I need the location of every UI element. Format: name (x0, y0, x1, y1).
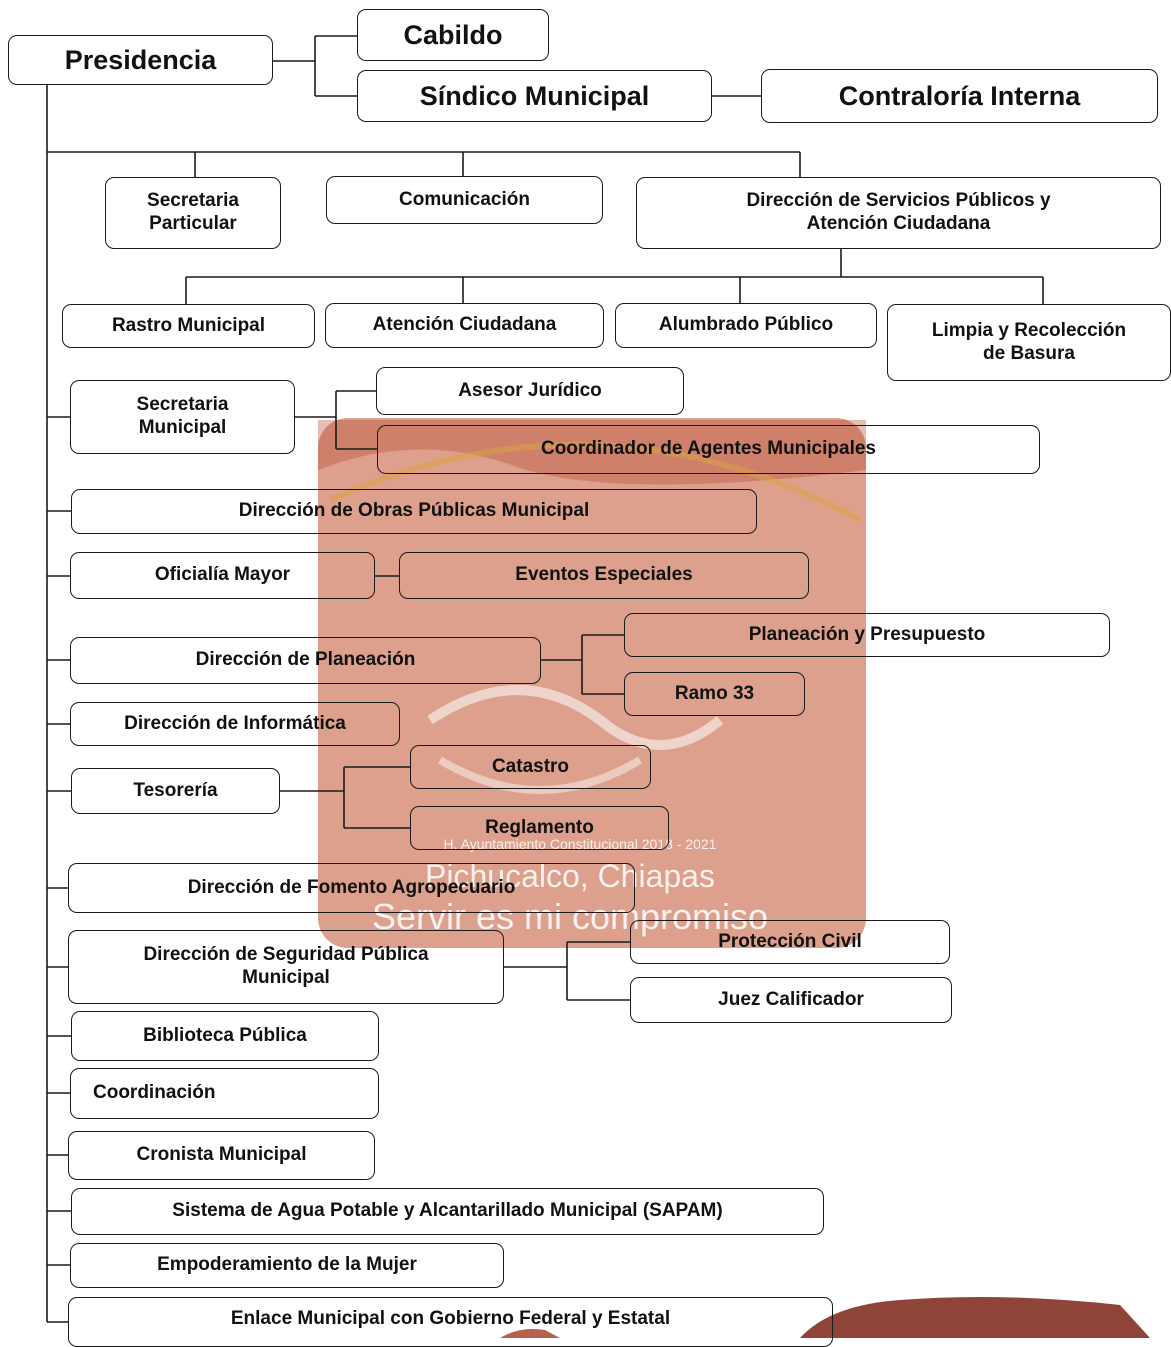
node-juez-calificador: Juez Calificador (630, 977, 952, 1023)
node-direccion-informatica: Dirección de Informática (70, 702, 400, 746)
node-biblioteca-publica: Biblioteca Pública (71, 1011, 379, 1061)
node-fomento-agropecuario: Dirección de Fomento Agropecuario (68, 863, 635, 913)
node-rastro-municipal: Rastro Municipal (62, 304, 315, 348)
node-cabildo: Cabildo (357, 9, 549, 61)
node-tesoreria: Tesorería (71, 768, 280, 814)
node-ramo-33: Ramo 33 (624, 672, 805, 716)
node-comunicacion: Comunicación (326, 176, 603, 224)
node-secretaria-municipal: Secretaria Municipal (70, 380, 295, 454)
node-eventos-especiales: Eventos Especiales (399, 552, 809, 599)
node-coordinador-agentes: Coordinador de Agentes Municipales (377, 425, 1040, 474)
node-catastro: Catastro (410, 745, 651, 789)
node-seguridad-publica: Dirección de Seguridad Pública Municipal (68, 930, 504, 1004)
node-sapam: Sistema de Agua Potable y Alcantarillado… (71, 1188, 824, 1235)
node-direccion-planeacion: Dirección de Planeación (70, 637, 541, 684)
node-alumbrado-publico: Alumbrado Público (615, 303, 877, 348)
node-sindico-municipal: Síndico Municipal (357, 70, 712, 122)
node-asesor-juridico: Asesor Jurídico (376, 367, 684, 415)
node-empoderamiento-mujer: Empoderamiento de la Mujer (70, 1243, 504, 1288)
node-contraloria-interna: Contraloría Interna (761, 69, 1158, 123)
node-proteccion-civil: Protección Civil (630, 920, 950, 964)
node-limpia-recoleccion: Limpia y Recolección de Basura (887, 304, 1171, 381)
node-presidencia: Presidencia (8, 35, 273, 85)
node-atencion-ciudadana: Atención Ciudadana (325, 303, 604, 348)
node-cronista-municipal: Cronista Municipal (68, 1131, 375, 1180)
node-servicios-publicos: Dirección de Servicios Públicos y Atenci… (636, 177, 1161, 249)
node-planeacion-presupuesto: Planeación y Presupuesto (624, 613, 1110, 657)
watermark-line1: H. Ayuntamiento Constitucional 2018 - 20… (443, 836, 717, 852)
node-coordinacion: Coordinación (70, 1068, 379, 1119)
node-oficialia-mayor: Oficialía Mayor (70, 552, 375, 599)
watermark-line2: Pichucalco, Chiapas (425, 858, 715, 894)
node-reglamento: Reglamento (410, 806, 669, 850)
node-obras-publicas: Dirección de Obras Públicas Municipal (71, 489, 757, 534)
node-enlace-municipal: Enlace Municipal con Gobierno Federal y … (68, 1297, 833, 1347)
node-secretaria-particular: Secretaria Particular (105, 177, 281, 249)
